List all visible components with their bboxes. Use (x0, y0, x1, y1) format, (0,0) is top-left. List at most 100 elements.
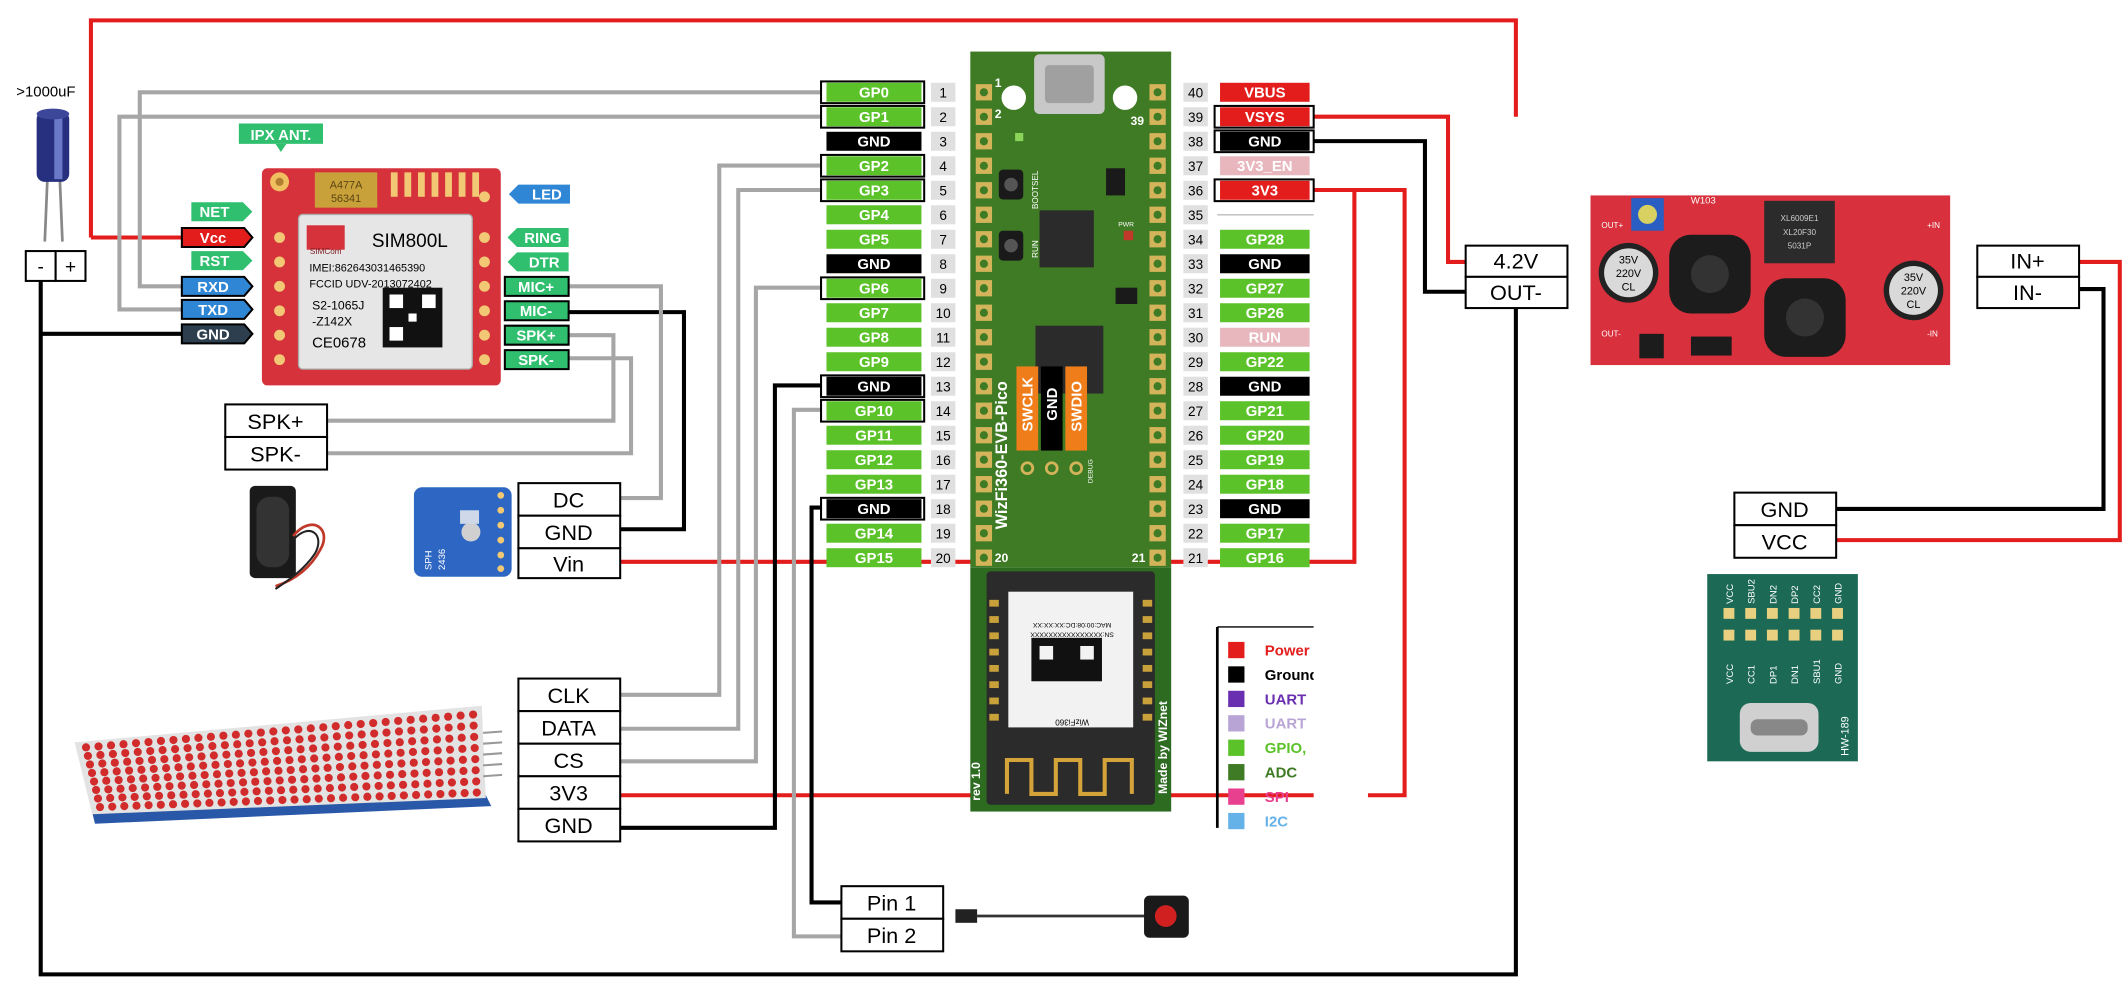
pico-pin-35: 35 (1183, 205, 1314, 225)
microphone-board: SPH 2436 (413, 487, 512, 577)
svg-text:CL: CL (1622, 281, 1636, 293)
usb-board-name: HW-189 (1839, 716, 1851, 756)
sim800l-code2: -Z142X (312, 315, 352, 329)
svg-text:OUT-: OUT- (1601, 330, 1621, 339)
legend-swatch (1228, 764, 1245, 781)
legend-swatch (1228, 690, 1245, 708)
pico-pin-label: GND (1248, 134, 1281, 151)
pico-pin-label: VBUS (1244, 85, 1285, 102)
swdio-strip (1065, 366, 1088, 451)
sim800l-brand: SIMCom (310, 247, 342, 256)
spk-minus-box (224, 435, 329, 471)
sim800l-chip-top: A477A (330, 180, 363, 192)
pico-made-by: Made by WIZnet (1156, 701, 1170, 794)
pico-pin-number: 18 (936, 502, 951, 517)
pico-pin-number: 30 (1188, 331, 1204, 346)
pico-pin-label: GP28 (1246, 232, 1284, 249)
sim-pin-mic-plus-tag (503, 275, 570, 297)
wire-gp10-button-gray (791, 407, 842, 939)
speaker-labels: SPK+ SPK- (224, 403, 329, 471)
wire-mic-minus-black (568, 310, 687, 532)
usb-bottom-pin-label: GND (1834, 663, 1845, 684)
pico-pin-label: GP3 (859, 183, 889, 200)
led-matrix-pins (483, 730, 503, 778)
usb-bottom-pin-label: CC1 (1747, 665, 1758, 684)
sim800l-module: A477A 56341 SIMCom SIM800L IMEI:86264303… (180, 123, 570, 386)
pico-pin-number: 17 (936, 478, 951, 493)
led-matrix-picture (74, 705, 503, 824)
usb-top-pin-label: SBU2 (1747, 579, 1758, 604)
swclk-strip (1016, 366, 1039, 451)
legend-item: UART (1228, 715, 1306, 733)
input-plus-label: IN+ (2010, 249, 2044, 274)
button-pin2-label: Pin 2 (867, 923, 916, 948)
mic-labels: DC GND Vin (517, 482, 622, 580)
usb-vcc-label: VCC (1762, 530, 1808, 555)
pico-pin-label: GP15 (855, 550, 893, 567)
swd-gnd-label: GND (1044, 387, 1061, 420)
pico-pin-label: GP1 (859, 109, 889, 126)
run-label: RUN (1031, 240, 1040, 258)
pico-pin-number: 16 (936, 453, 951, 468)
svg-text:-IN: -IN (1927, 330, 1938, 339)
matrix-clk-label: CLK (548, 683, 591, 708)
pico-pin-label: GP6 (859, 281, 889, 298)
mic-vin-box (517, 547, 622, 580)
sim-pin-rst: RST (200, 253, 230, 270)
wire-gp2-clk-gray (620, 163, 822, 697)
pico-pin-number: 4 (939, 159, 947, 174)
matrix-cs-label: CS (554, 748, 584, 773)
button-labels: Pin 1 Pin 2 (840, 885, 945, 953)
pico-pin-label: GND (857, 501, 890, 518)
pico-board-name: WizFi360-EVB-Pico (993, 381, 1011, 529)
pico-pin-number: 22 (1188, 527, 1203, 542)
swdio-label: SWDIO (1069, 381, 1086, 432)
legend-swatch (1228, 666, 1245, 683)
wire-gp3-data-gray (620, 187, 822, 731)
pico-board: MAC:00:08:DC:XX:XX:XX SN:XXXXXXXXXXXXXXX… (969, 51, 1172, 812)
pico-pin-number: 37 (1188, 159, 1203, 174)
input-plus-box (1976, 244, 2081, 278)
legend-label: GPIO, (1265, 740, 1306, 757)
pico-pin-label: GP0 (859, 85, 889, 102)
input-minus-box (1976, 275, 2081, 310)
ipx-ant-tag (238, 123, 323, 144)
usb-top-pin-label: VCC (1725, 584, 1736, 604)
pico-corner-1: 1 (995, 76, 1002, 90)
wire-spk-minus-gray (327, 356, 634, 456)
sim-pin-dtr: DTR (529, 254, 560, 271)
pico-pin-number: 25 (1188, 453, 1203, 468)
svg-text:220V: 220V (1616, 268, 1642, 280)
pico-pin-30: 30 RUN (1183, 327, 1310, 347)
sim-pin-gnd-tag (180, 323, 254, 345)
buck-out-minus-box (1464, 275, 1569, 310)
pico-pin-label: GND (857, 256, 890, 273)
usb-bottom-pin-label: SBU1 (1812, 659, 1823, 684)
sim-pin-led-tag (508, 184, 570, 204)
sim-pin-mic-minus-tag (503, 300, 570, 322)
sim-pin-net-tag (191, 202, 253, 222)
buck-converter-picture: W103 35V 220V CL XL6009E1 XL20F30 5031P … (1590, 195, 1951, 366)
led-indicator (1015, 132, 1024, 142)
pico-pin-number: 13 (936, 380, 951, 395)
legend-label: Power (1265, 642, 1310, 659)
pico-pin-label: RUN (1249, 330, 1281, 347)
legend-item: Power (1228, 641, 1310, 659)
legend-label: SPI (1265, 789, 1289, 806)
matrix-3v3-label: 3V3 (549, 781, 588, 806)
pico-corner-39: 39 (1130, 114, 1144, 128)
svg-text:220V: 220V (1901, 285, 1927, 297)
svg-text:CL: CL (1907, 299, 1921, 311)
pico-pin-number: 1 (939, 86, 947, 101)
